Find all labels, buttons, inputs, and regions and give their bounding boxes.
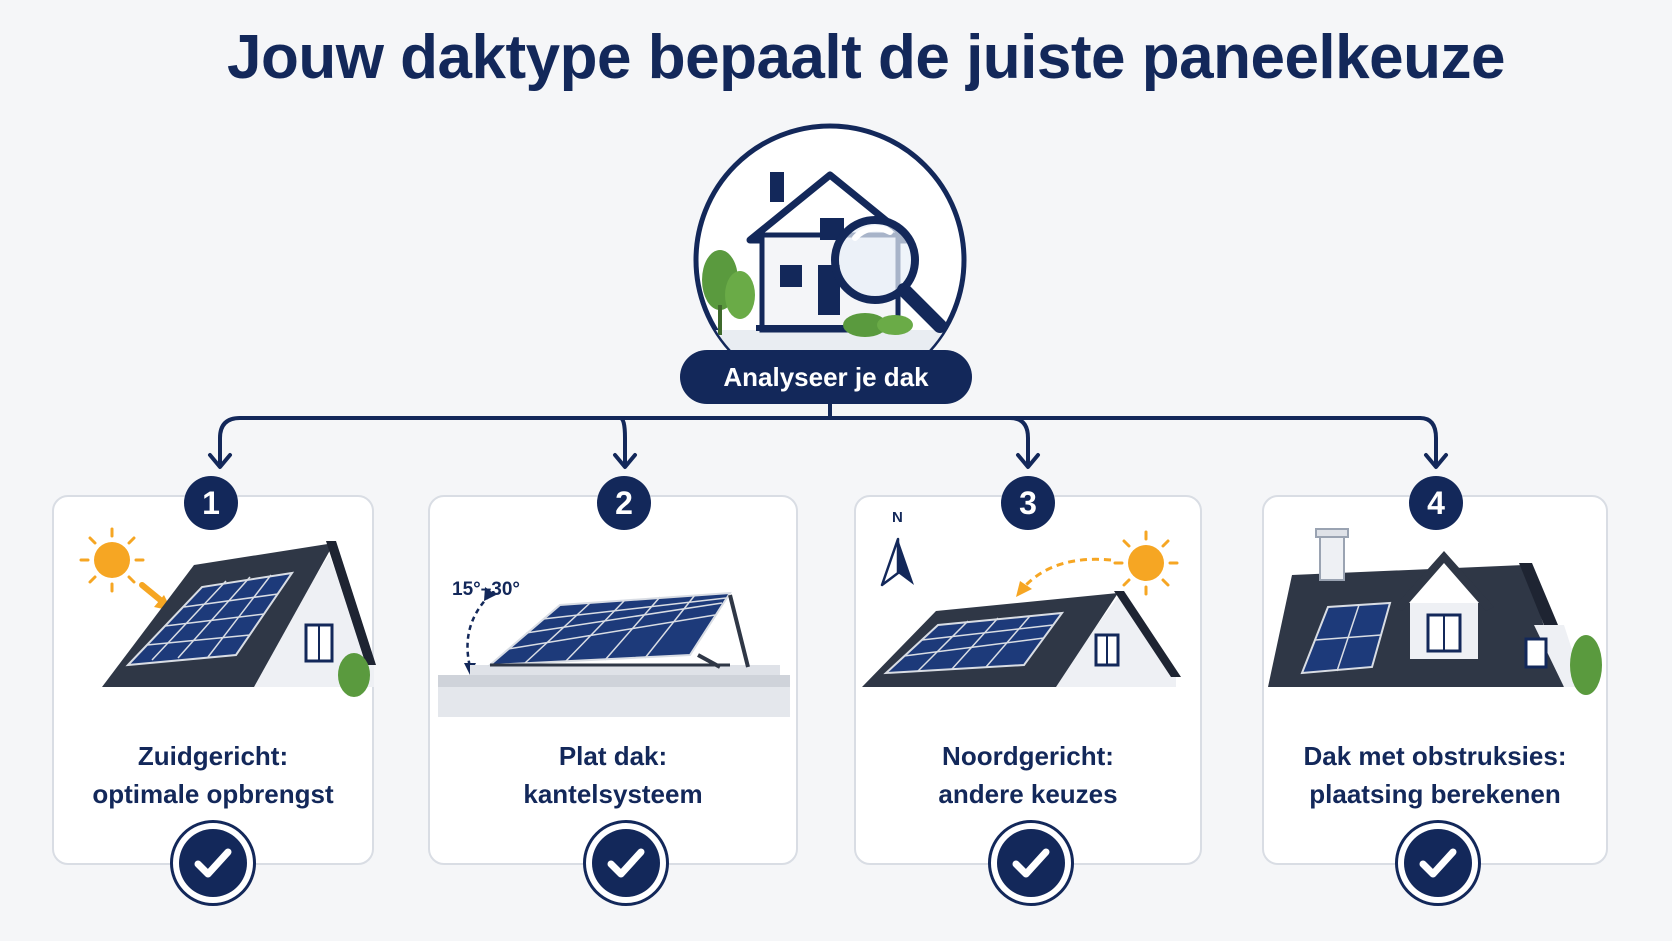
south-roof-illustration bbox=[79, 527, 376, 697]
step-badge-2: 2 bbox=[597, 476, 651, 530]
sun-icon bbox=[1016, 530, 1179, 597]
card-south-roof[interactable]: Zuidgericht: optimale opbrengst bbox=[52, 495, 376, 865]
checkmark-icon bbox=[194, 848, 232, 878]
page-title: Jouw daktype bepaalt de juiste paneelkeu… bbox=[227, 23, 1505, 92]
north-roof-illustration bbox=[862, 530, 1181, 687]
card-subtitle: kantelsysteem bbox=[523, 779, 703, 809]
checkmark-icon bbox=[607, 848, 645, 878]
card-north-roof[interactable]: N Noordgericht: andere keuzes bbox=[854, 495, 1202, 865]
card-subtitle: optimale opbrengst bbox=[92, 779, 334, 809]
step-badge-4: 4 bbox=[1409, 476, 1463, 530]
compass-icon bbox=[880, 537, 914, 587]
analyse-roof-button[interactable]: Analyseer je dak bbox=[680, 350, 972, 404]
card-flat-roof[interactable]: 15°–30° Plat dak: kantelsysteem bbox=[428, 495, 798, 865]
step-badge-3: 3 bbox=[1001, 476, 1055, 530]
card-subtitle: plaatsing berekenen bbox=[1309, 779, 1561, 809]
checkmark-icon bbox=[1419, 848, 1457, 878]
card-subtitle: andere keuzes bbox=[938, 779, 1118, 809]
obstructed-roof-illustration bbox=[1268, 528, 1602, 695]
sun-icon bbox=[79, 527, 172, 611]
card-obstructed-roof[interactable]: Dak met obstruksies: plaatsing berekenen bbox=[1262, 495, 1608, 865]
check-button-4[interactable] bbox=[1395, 820, 1481, 906]
card-title: Dak met obstruksies: bbox=[1303, 741, 1567, 771]
check-button-2[interactable] bbox=[583, 820, 669, 906]
check-button-1[interactable] bbox=[170, 820, 256, 906]
checkmark-icon bbox=[1012, 848, 1050, 878]
flat-roof-illustration bbox=[438, 587, 790, 717]
tilt-angle-label: 15°–30° bbox=[452, 579, 521, 600]
compass-north-label: N bbox=[892, 509, 903, 526]
check-button-3[interactable] bbox=[988, 820, 1074, 906]
card-title: Noordgericht: bbox=[942, 741, 1114, 771]
step-badge-1: 1 bbox=[184, 476, 238, 530]
card-title: Zuidgericht: bbox=[137, 741, 289, 771]
card-title: Plat dak: bbox=[558, 741, 668, 771]
